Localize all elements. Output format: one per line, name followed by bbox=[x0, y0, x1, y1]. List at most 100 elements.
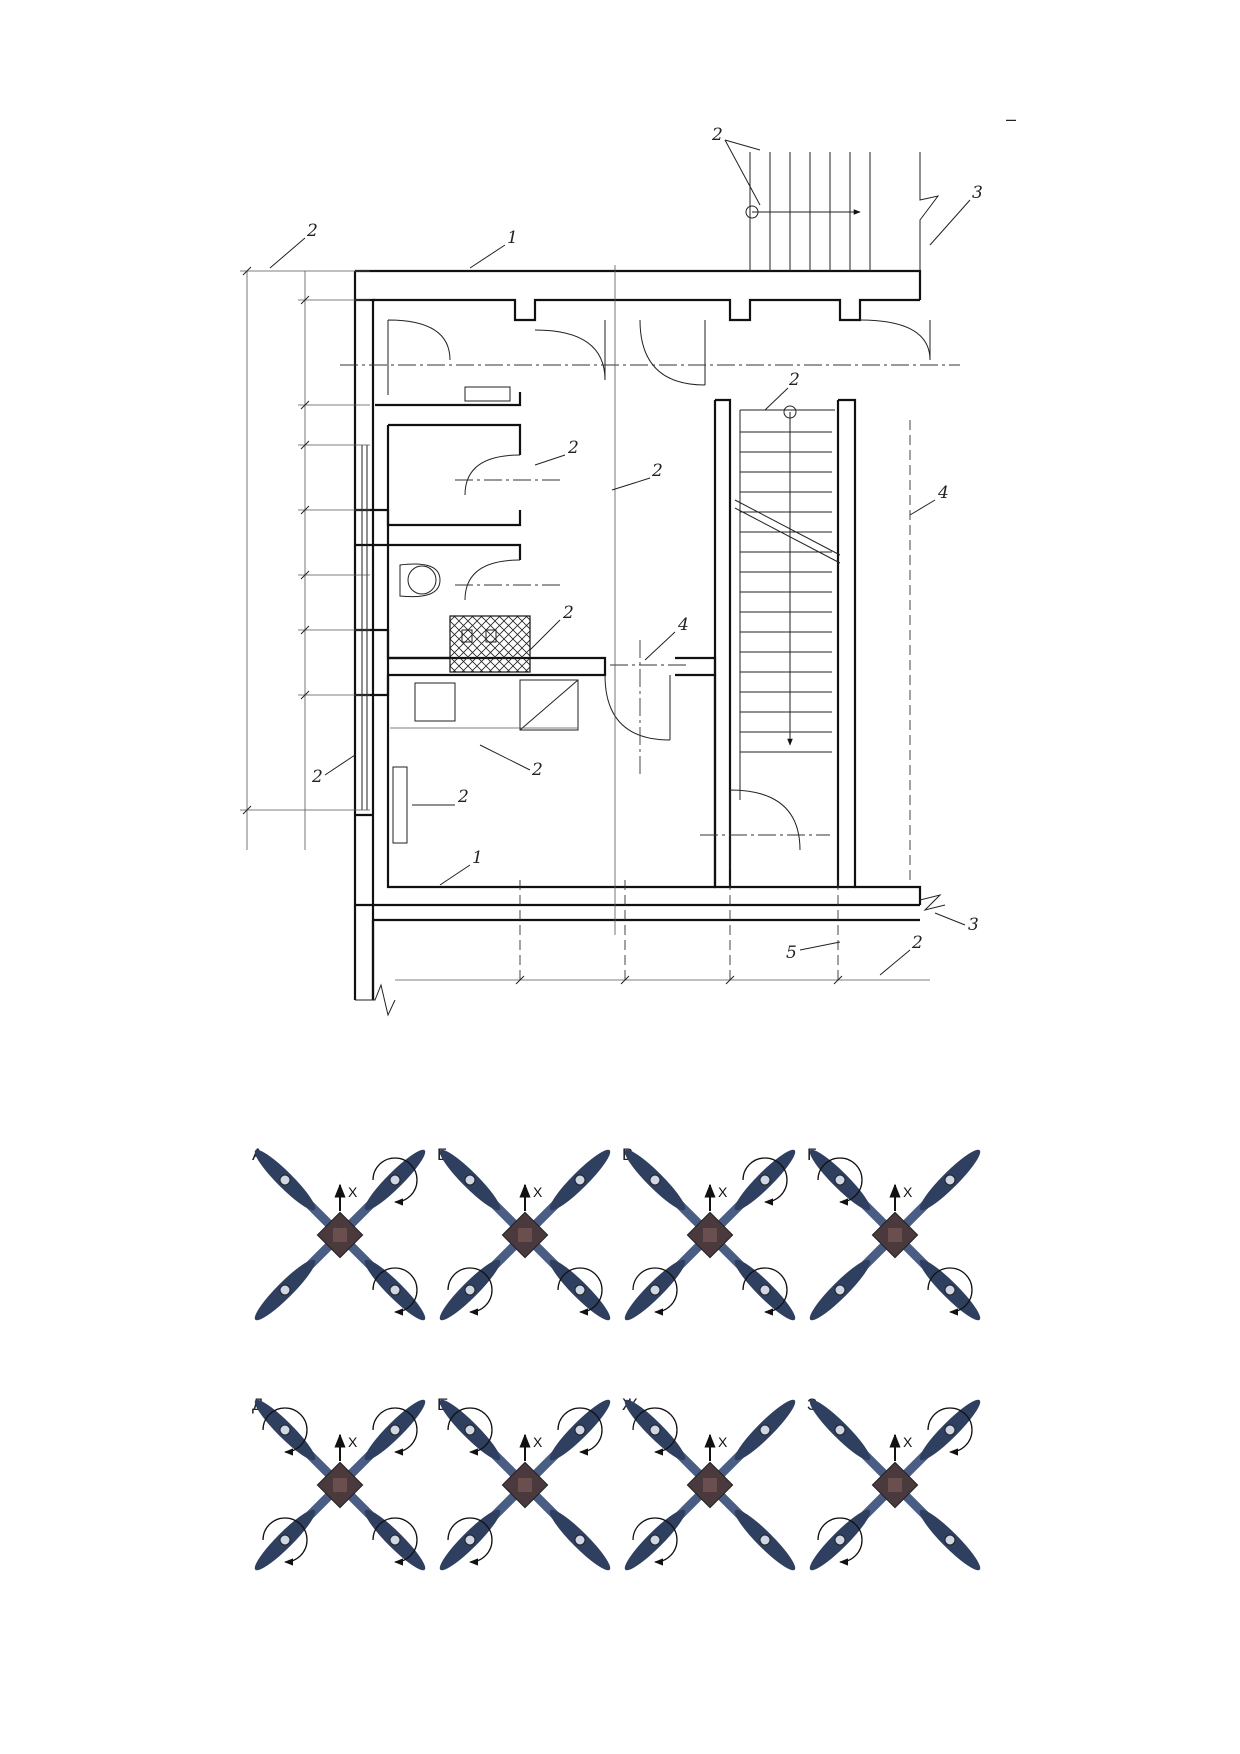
body-center bbox=[888, 1478, 902, 1492]
floor-plan: 2 3 2 1 2 2 2 4 2 4 2 2 2 1 3 5 2 bbox=[240, 125, 983, 1017]
body-center bbox=[333, 1478, 347, 1492]
toilet-icon bbox=[407, 565, 437, 595]
motor-icon bbox=[279, 1174, 291, 1186]
motor-icon bbox=[389, 1174, 401, 1186]
motor-icon bbox=[834, 1284, 846, 1296]
motor-icon bbox=[944, 1174, 956, 1186]
callout-2: 2 bbox=[651, 461, 663, 481]
sink-icon bbox=[414, 682, 456, 722]
motor-icon bbox=[649, 1424, 661, 1436]
rotation-arrow-icon bbox=[557, 1267, 603, 1316]
callout-4: 4 bbox=[937, 483, 949, 503]
hatched-shaft bbox=[449, 615, 531, 673]
top-stair bbox=[745, 152, 940, 271]
main-stair bbox=[734, 405, 841, 800]
rotation-arrow-icon bbox=[447, 1267, 493, 1316]
callout-5: 5 bbox=[786, 943, 797, 963]
quadcopter-figure: БX bbox=[437, 1145, 611, 1321]
axis-label: X bbox=[903, 1434, 913, 1450]
callout-2: 2 bbox=[457, 787, 469, 807]
motor-icon bbox=[389, 1424, 401, 1436]
motor-icon bbox=[944, 1284, 956, 1296]
axis-lines bbox=[340, 265, 960, 985]
rotation-arrow-icon bbox=[372, 1157, 418, 1206]
motor-icon bbox=[944, 1424, 956, 1436]
rotation-arrow-icon bbox=[262, 1517, 308, 1566]
axis-label: X bbox=[903, 1184, 913, 1200]
callout-2: 2 bbox=[711, 125, 723, 145]
motor-icon bbox=[464, 1534, 476, 1546]
motor-icon bbox=[759, 1174, 771, 1186]
motor-icon bbox=[759, 1284, 771, 1296]
break-line bbox=[355, 983, 396, 1017]
rotation-arrow-icon bbox=[927, 1267, 973, 1316]
callouts: 2 3 2 1 2 2 2 4 2 4 2 2 2 1 3 5 2 bbox=[306, 125, 983, 963]
quadcopter-grid: АXБXВXГXДXЕXЖXЗX bbox=[252, 1145, 981, 1571]
doors bbox=[387, 319, 931, 870]
callout-2: 2 bbox=[788, 370, 800, 390]
window-strip bbox=[361, 445, 368, 810]
axis-label: X bbox=[348, 1184, 358, 1200]
axis-label: X bbox=[348, 1434, 358, 1450]
motor-icon bbox=[834, 1424, 846, 1436]
motor-icon bbox=[759, 1534, 771, 1546]
leader-lines bbox=[269, 139, 971, 976]
motor-icon bbox=[574, 1534, 586, 1546]
motor-icon bbox=[649, 1284, 661, 1296]
callout-2: 2 bbox=[562, 603, 574, 623]
motor-icon bbox=[759, 1424, 771, 1436]
top-right-mark: – bbox=[1006, 109, 1016, 129]
callout-4: 4 bbox=[677, 615, 689, 635]
body-center bbox=[703, 1478, 717, 1492]
motor-icon bbox=[279, 1534, 291, 1546]
body-center bbox=[518, 1228, 532, 1242]
body-center bbox=[518, 1478, 532, 1492]
quadcopter-figure: ЕX bbox=[437, 1395, 611, 1571]
body-center bbox=[333, 1228, 347, 1242]
rotation-arrow-icon bbox=[742, 1267, 788, 1316]
body-center bbox=[703, 1228, 717, 1242]
rotation-arrow-icon bbox=[742, 1157, 788, 1206]
callout-3: 3 bbox=[972, 183, 983, 203]
callout-1: 1 bbox=[507, 228, 518, 248]
motor-icon bbox=[279, 1284, 291, 1296]
axis-label: X bbox=[718, 1434, 728, 1450]
motor-icon bbox=[389, 1534, 401, 1546]
fixture-shelf bbox=[464, 386, 511, 402]
axis-label: X bbox=[718, 1184, 728, 1200]
rotation-arrow-icon bbox=[632, 1517, 678, 1566]
motor-icon bbox=[649, 1174, 661, 1186]
body-center bbox=[888, 1228, 902, 1242]
motor-icon bbox=[389, 1284, 401, 1296]
motor-icon bbox=[649, 1534, 661, 1546]
motor-icon bbox=[574, 1424, 586, 1436]
rotation-arrow-icon bbox=[372, 1517, 418, 1566]
motor-icon bbox=[574, 1284, 586, 1296]
rotation-arrow-icon bbox=[262, 1407, 308, 1456]
motor-icon bbox=[944, 1534, 956, 1546]
rotation-arrow-icon bbox=[632, 1407, 678, 1456]
fixtures bbox=[390, 386, 579, 844]
motor-icon bbox=[834, 1174, 846, 1186]
callout-2: 2 bbox=[567, 438, 579, 458]
quadcopter-figure: ГX bbox=[807, 1145, 981, 1321]
rotation-arrow-icon bbox=[372, 1407, 418, 1456]
axis-label: X bbox=[533, 1434, 543, 1450]
quadcopter-figure: ВX bbox=[622, 1145, 796, 1321]
callout-2: 2 bbox=[306, 221, 318, 241]
motor-icon bbox=[464, 1284, 476, 1296]
rotation-arrow-icon bbox=[447, 1407, 493, 1456]
rotation-arrow-icon bbox=[557, 1407, 603, 1456]
motor-icon bbox=[834, 1534, 846, 1546]
motor-icon bbox=[574, 1174, 586, 1186]
callout-1: 1 bbox=[472, 848, 483, 868]
callout-2: 2 bbox=[911, 933, 923, 953]
rotation-arrow-icon bbox=[632, 1267, 678, 1316]
motor-icon bbox=[464, 1174, 476, 1186]
dimension-lines bbox=[240, 266, 930, 985]
quadcopter-figure: ЗX bbox=[807, 1395, 981, 1571]
callout-3: 3 bbox=[968, 915, 979, 935]
break-line-right bbox=[919, 894, 946, 911]
